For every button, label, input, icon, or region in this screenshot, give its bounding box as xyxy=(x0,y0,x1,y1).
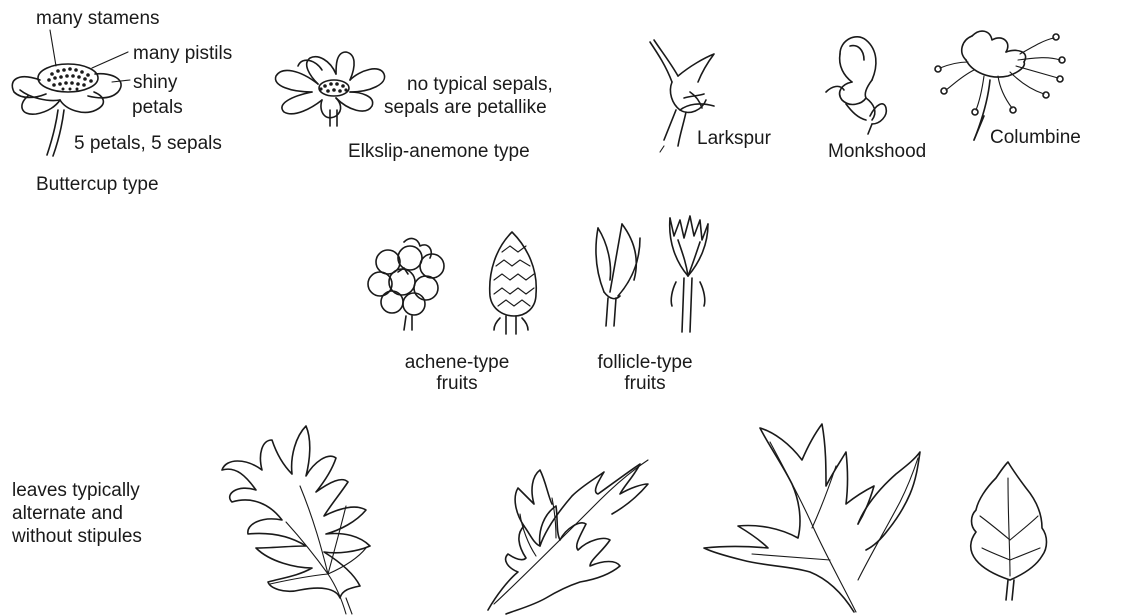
label-follicle-line2: fruits xyxy=(580,373,710,394)
label-achene-line1: achene-type xyxy=(392,352,522,373)
label-five-petals-five-sepals: 5 petals, 5 sepals xyxy=(74,133,222,154)
anemone-center-dots xyxy=(319,82,347,93)
label-leaves-line3: without stipules xyxy=(12,525,142,548)
anemone-flower-drawing xyxy=(275,52,384,126)
label-columbine: Columbine xyxy=(990,127,1081,148)
label-no-typical-sepals: no typical sepals, xyxy=(407,74,553,95)
label-achene-line2: fruits xyxy=(392,373,522,394)
label-sepals-petallike: sepals are petallike xyxy=(384,97,547,118)
leaf-drawing-3 xyxy=(704,424,920,612)
label-many-pistils: many pistils xyxy=(133,43,232,64)
label-leaves-line2: alternate and xyxy=(12,502,142,525)
label-larkspur: Larkspur xyxy=(697,128,771,149)
label-monkshood: Monkshood xyxy=(828,141,926,162)
achene-fruit-drawing-2 xyxy=(490,232,537,334)
label-achene-type: achene-type fruits xyxy=(392,352,522,394)
leaf-drawing-1 xyxy=(222,426,370,614)
leaf-drawing-2 xyxy=(488,460,648,614)
label-many-stamens: many stamens xyxy=(36,8,160,29)
label-petals: petals xyxy=(132,97,183,118)
follicle-fruit-drawing-1 xyxy=(596,224,640,326)
label-leaves-line1: leaves typically xyxy=(12,479,142,502)
monkshood-flower-drawing xyxy=(826,37,886,134)
leaf-drawing-4 xyxy=(971,462,1047,600)
label-leaves: leaves typically alternate and without s… xyxy=(12,479,142,548)
follicle-fruit-drawing-2 xyxy=(670,216,708,332)
label-elkslip-anemone-type: Elkslip-anemone type xyxy=(348,141,530,162)
label-shiny: shiny xyxy=(133,72,177,93)
label-follicle-line1: follicle-type xyxy=(580,352,710,373)
achene-fruit-drawing-1 xyxy=(368,239,444,330)
pistil-dots xyxy=(47,67,93,90)
label-buttercup-type: Buttercup type xyxy=(36,174,159,195)
columbine-flower-drawing xyxy=(935,31,1065,140)
label-follicle-type: follicle-type fruits xyxy=(580,352,710,394)
